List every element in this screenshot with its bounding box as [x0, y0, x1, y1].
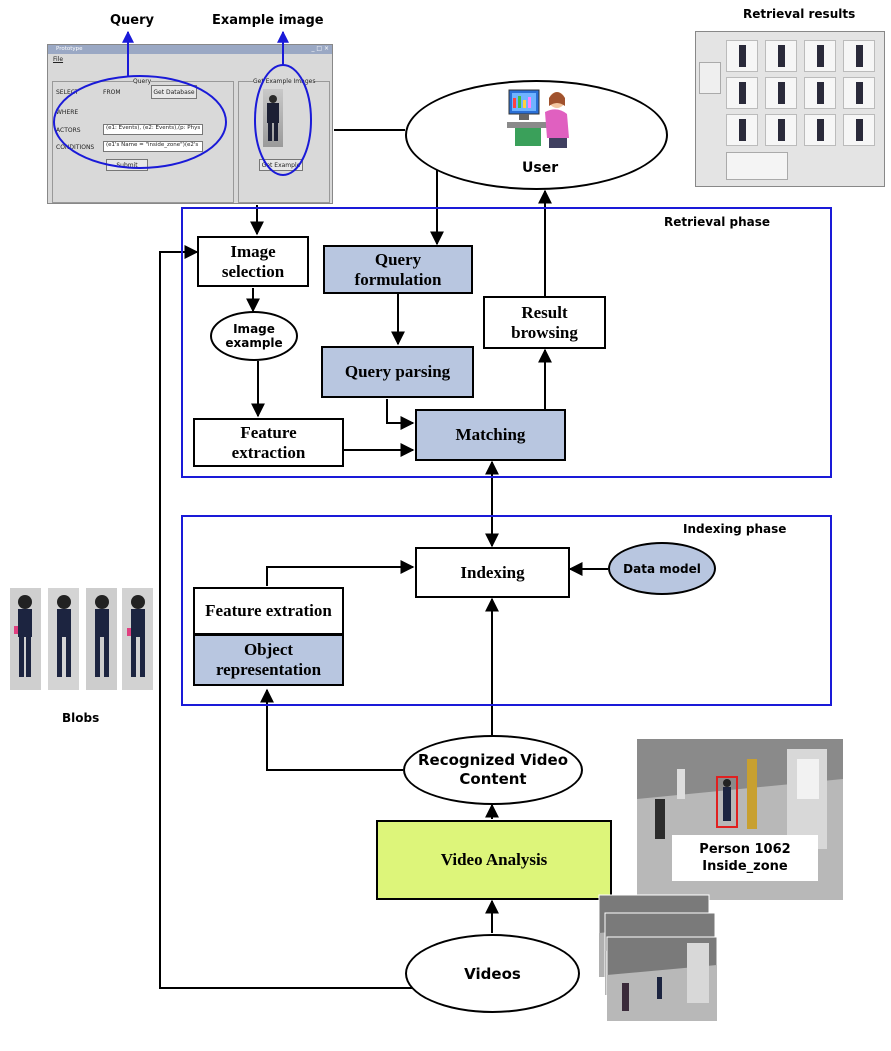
where-label: WHERE — [56, 109, 79, 116]
result-thumbnail[interactable] — [843, 40, 875, 72]
result-thumbnail[interactable] — [843, 77, 875, 109]
caption-line-1: Person 1062 — [699, 842, 791, 857]
feature-extraction-box: Feature extraction — [193, 418, 344, 467]
image-selection-box: Image selection — [197, 236, 309, 287]
video-analysis-box: Video Analysis — [376, 820, 612, 900]
from-label: FROM — [103, 89, 121, 96]
data-model-ellipse: Data model — [608, 542, 716, 595]
object-representation-box: Object representation — [193, 634, 344, 686]
surveillance-caption: Person 1062 Inside_zone — [672, 835, 818, 881]
actors-label: ACTORS — [56, 127, 81, 134]
conditions-field[interactable]: (e1's Name = "inside_zone")(e2's — [103, 141, 203, 152]
result-browsing-box: Result browsing — [483, 296, 606, 349]
example-highlight-ellipse — [254, 64, 312, 176]
videos-ellipse: Videos — [405, 934, 580, 1013]
results-sidebar — [699, 62, 721, 94]
query-group-title: Query — [133, 78, 152, 85]
result-thumbnail[interactable] — [765, 40, 797, 72]
conditions-label: CONDITIONS — [56, 144, 95, 151]
blob-2 — [48, 588, 79, 690]
retrieval-results-window — [695, 31, 885, 187]
user-label: User — [522, 160, 559, 176]
recognized-video-content-ellipse: Recognized Video Content — [403, 735, 583, 805]
example-person-image — [263, 89, 283, 147]
result-thumbnail[interactable] — [804, 40, 836, 72]
blob-3 — [86, 588, 117, 690]
indexing-phase-frame — [181, 515, 832, 706]
video-frame-front — [606, 936, 718, 1022]
retrieval-phase-label: Retrieval phase — [664, 215, 771, 229]
query-formulation-box: Query formulation — [323, 245, 473, 294]
query-parsing-box: Query parsing — [321, 346, 474, 398]
edge-qp-matching — [386, 399, 415, 430]
example-image-label: Example image — [212, 13, 324, 28]
query-highlight-ellipse — [53, 75, 227, 169]
select-label: SELECT — [56, 89, 79, 96]
surveillance-frame: Person 1062 Inside_zone — [637, 739, 843, 900]
indexing-phase-label: Indexing phase — [683, 522, 787, 536]
retrieval-results-label: Retrieval results — [743, 7, 856, 21]
result-thumbnail[interactable] — [726, 77, 758, 109]
video-frames-stack — [597, 893, 719, 1023]
result-thumbnail[interactable] — [726, 40, 758, 72]
blobs-strip — [10, 588, 153, 690]
edge-featx-indexing — [266, 560, 415, 586]
blob-1 — [10, 588, 41, 690]
image-example-ellipse: Image example — [210, 311, 298, 361]
menu-file[interactable]: File — [53, 56, 64, 63]
blobs-label: Blobs — [62, 711, 100, 725]
result-thumbnail[interactable] — [804, 114, 836, 146]
indexing-box: Indexing — [415, 547, 570, 598]
query-label: Query — [110, 13, 155, 28]
result-thumbnail[interactable] — [843, 114, 875, 146]
example-group-title: Get Example Images — [253, 78, 316, 85]
result-thumbnail[interactable] — [726, 114, 758, 146]
results-strip — [726, 152, 788, 180]
retrieval-phase-frame — [181, 207, 832, 478]
user-icon — [505, 86, 575, 152]
actors-field[interactable]: (e1: Events), (e2: Events),(p: Phys — [103, 124, 203, 135]
window-controls-icon[interactable]: _ □ × — [311, 45, 329, 52]
result-thumbnail[interactable] — [765, 114, 797, 146]
window-title: Prototype — [56, 46, 83, 52]
matching-box: Matching — [415, 409, 566, 461]
query-group: Query — [52, 78, 234, 203]
caption-line-2: Inside_zone — [702, 859, 788, 874]
get-database-button[interactable]: Get Database — [151, 85, 197, 99]
window-titlebar: Prototype _ □ × — [48, 45, 332, 54]
feature-extration-box: Feature extration — [193, 587, 344, 635]
edge-recognized-objrep — [260, 688, 403, 771]
result-thumbnail[interactable] — [765, 77, 797, 109]
prototype-window: Prototype _ □ × File Query SELECT FROM G… — [47, 44, 333, 204]
results-grid — [726, 40, 882, 150]
example-group: Get Example Images — [238, 78, 330, 203]
result-thumbnail[interactable] — [804, 77, 836, 109]
blob-4 — [122, 588, 153, 690]
edge-videos-imgsel — [159, 245, 420, 989]
